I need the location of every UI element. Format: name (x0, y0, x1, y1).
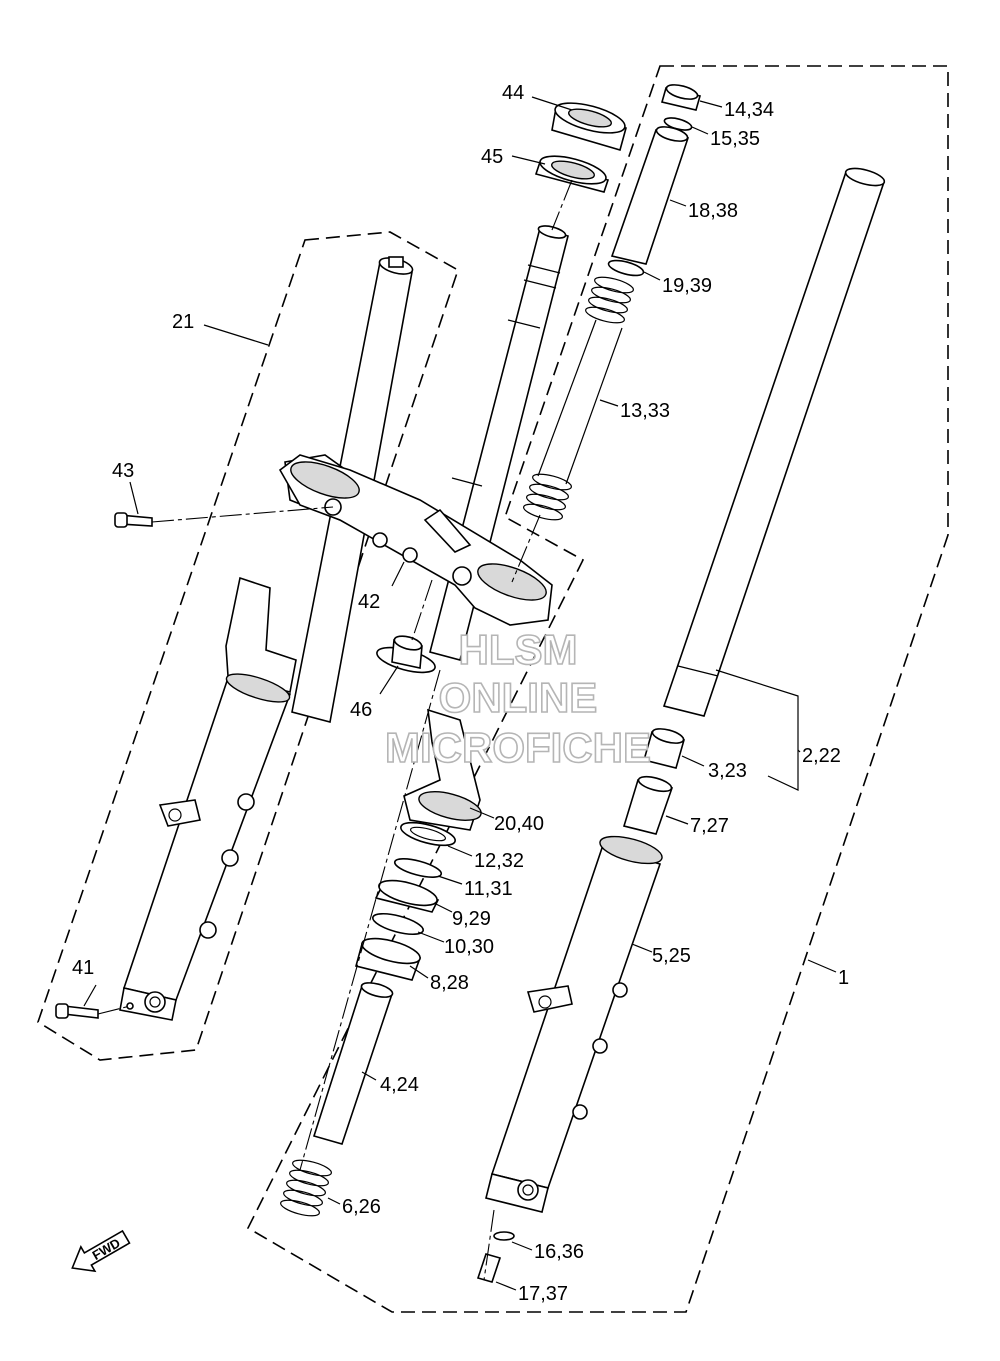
watermark-line-3: MICROFICHE (385, 724, 651, 771)
label-13-33: 13,33 (620, 400, 670, 422)
watermark: HLSM ONLINE MICROFICHE (384, 625, 652, 772)
fwd-direction-arrow: FWD (71, 1229, 131, 1273)
seal-45 (534, 155, 610, 193)
label-18-38: 18,38 (688, 200, 738, 222)
nut-46 (376, 635, 436, 674)
label-44: 44 (502, 82, 524, 104)
label-10-30: 10,30 (444, 936, 494, 958)
left-fork-assembly (119, 256, 414, 1021)
fork-internals (280, 84, 886, 1283)
bolt-43 (114, 512, 153, 528)
bearing-44 (551, 102, 627, 151)
label-9-29: 9,29 (452, 908, 491, 930)
label-12-32: 12,32 (474, 850, 524, 872)
label-46: 46 (350, 699, 372, 721)
label-17-37: 17,37 (518, 1283, 568, 1305)
label-19-39: 19,39 (662, 275, 712, 297)
label-4-24: 4,24 (380, 1074, 419, 1096)
label-3-23: 3,23 (708, 760, 747, 782)
label-6-26: 6,26 (342, 1196, 381, 1218)
label-14-34: 14,34 (724, 99, 774, 121)
guide-lines (97, 179, 573, 1281)
label-21: 21 (172, 311, 194, 333)
label-11-31: 11,31 (464, 878, 513, 900)
label-8-28: 8,28 (430, 972, 469, 994)
steering-stem-and-bracket (278, 225, 569, 831)
watermark-line-1: HLSM (459, 626, 578, 673)
bolt-41 (55, 1003, 99, 1019)
label-2-22: 2,22 (802, 745, 841, 767)
label-20-40: 20,40 (494, 813, 544, 835)
label-41: 41 (72, 957, 94, 979)
assembly-boundary-21 (37, 231, 459, 1061)
label-1: 1 (838, 967, 849, 989)
label-45: 45 (481, 146, 503, 168)
label-5-25: 5,25 (652, 945, 691, 967)
part-labels: 44 45 14,34 15,35 18,38 19,39 13,33 21 4… (72, 82, 849, 1305)
label-7-27: 7,27 (690, 815, 729, 837)
label-16-36: 16,36 (534, 1241, 584, 1263)
watermark-line-2: ONLINE (439, 674, 598, 721)
assembly-boundary-1 (246, 65, 949, 1313)
label-43: 43 (112, 460, 134, 482)
label-15-35: 15,35 (710, 128, 760, 150)
leader-lines (83, 96, 837, 1291)
label-42: 42 (358, 591, 380, 613)
